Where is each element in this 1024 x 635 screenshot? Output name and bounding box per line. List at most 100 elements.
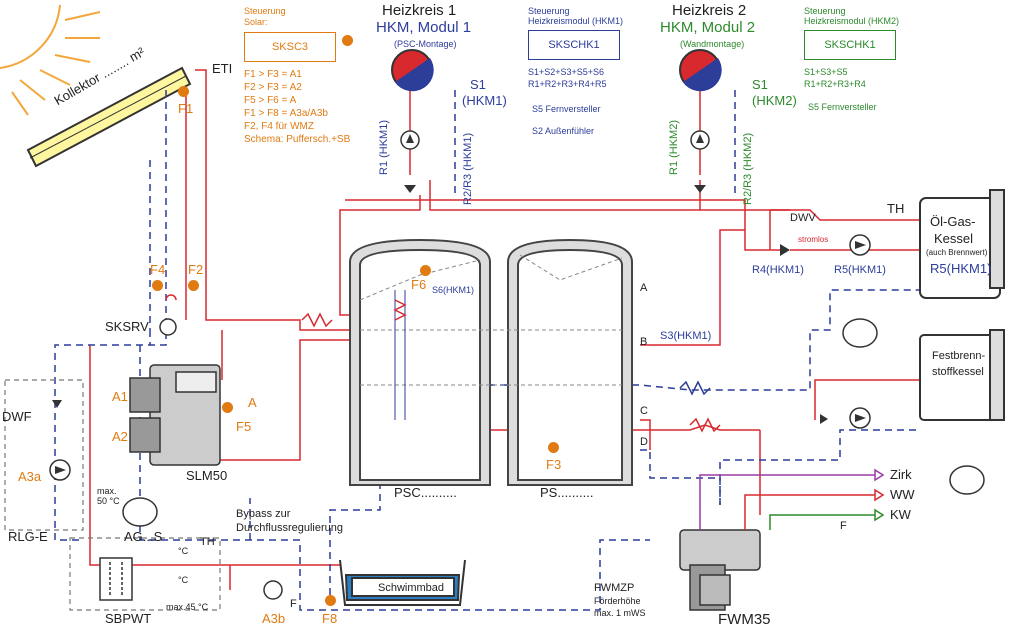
hkm2-s5: S5 Fernversteller <box>808 102 877 112</box>
tank-psc <box>349 238 491 486</box>
fwm35-station <box>679 529 761 611</box>
r5-label: R5(HKM1) <box>834 264 886 276</box>
sensor-f1-dot <box>178 86 189 97</box>
heizkreis2-mount: (Wandmontage) <box>680 39 745 49</box>
zirk-label: Zirk <box>890 467 912 482</box>
a3b-label: A3b <box>262 611 286 626</box>
f3-label: F3 <box>546 457 562 472</box>
heizkreis1-s1-sub: (HKM1) <box>462 93 507 108</box>
tank-port-a: A <box>640 282 648 294</box>
sksrv-label: SKSRV <box>105 319 149 334</box>
control-solar-dot <box>342 35 353 46</box>
pool-th-label: TH <box>200 536 215 548</box>
skssc3-module: SKSC3 <box>244 32 336 62</box>
dwf-label: DWF <box>2 409 32 424</box>
stromlos-label: stromlos <box>798 235 829 244</box>
bypass-line1: Bypass zur <box>236 508 291 520</box>
heizkreis1-subtitle: HKM, Modul 1 <box>376 19 472 36</box>
pool-deg1: °C <box>178 546 189 556</box>
oil-boiler-r5: R5(HKM1) <box>930 261 992 276</box>
f8-label: F8 <box>322 611 338 626</box>
dwv-label: DWV <box>790 212 816 224</box>
rlge-label: RLG-E <box>8 529 48 544</box>
s6-label: S6(HKM1) <box>432 285 475 295</box>
a1-label: A1 <box>112 389 128 404</box>
kw-label: KW <box>890 507 911 522</box>
heizkreis2-subtitle: HKM, Modul 2 <box>660 19 756 36</box>
solid-fuel-boiler <box>919 329 1005 421</box>
hkm1-s2: S2 Außenfühler <box>532 126 595 136</box>
fwm35-label: FWM35 <box>718 611 771 628</box>
foerder-line2: max. 1 mWS <box>594 608 646 618</box>
collector-icon <box>26 66 192 168</box>
f2-label: F2 <box>188 262 204 277</box>
oil-boiler-name2: Kessel <box>934 231 974 246</box>
a2-label: A2 <box>112 429 128 444</box>
heizkreis1-s1: S1 <box>470 77 486 92</box>
solar-control-title: Steuerung <box>244 6 286 16</box>
heizkreis1-r1: R1 (HKM1) <box>378 119 390 175</box>
solar-rule: F1 > F8 = A3a/A3b <box>244 108 328 119</box>
sensor-f4-dot <box>152 280 163 291</box>
hkm1-line2: R1+R2+R3+R4+R5 <box>528 79 607 89</box>
tank-ps <box>507 238 633 486</box>
sbpwt-label: SBPWT <box>105 611 152 626</box>
hkm1-control-subtitle: Heizkreismodul (HKM1) <box>528 16 624 26</box>
skschk1-module-hkm1: SKSCHK1 <box>528 30 620 60</box>
swimming-pool <box>339 559 466 606</box>
pool-f-label: F <box>290 598 297 610</box>
hkm2-control-subtitle: Heizkreismodul (HKM2) <box>804 16 900 26</box>
heizkreis2-title: Heizkreis 2 <box>672 2 747 19</box>
tank-psc-label: PSC.......... <box>394 485 457 500</box>
ww-label: WW <box>890 487 915 502</box>
a-label: A <box>248 395 257 410</box>
oil-boiler-note: (auch Brennwert) <box>926 248 988 257</box>
heizkreis2-s1: S1 <box>752 77 768 92</box>
sensor-f6-dot <box>420 265 431 276</box>
sksrv-valve-icon <box>159 318 177 336</box>
slm50-label: SLM50 <box>186 468 228 483</box>
solid-boiler-name1: Festbrenn- <box>932 350 986 362</box>
tank-ps-label: PS.......... <box>540 485 594 500</box>
tank-coil <box>394 290 406 420</box>
sun-icon <box>0 4 101 116</box>
hkm2-line2: R1+R2+R3+R4 <box>804 79 866 89</box>
solar-rule: F2, F4 für WMZ <box>244 121 314 132</box>
heizkreis1-mount: (PSC-Montage) <box>394 39 457 49</box>
fwmzp-label: FWMZP <box>594 582 635 594</box>
skschk1-module-hkm2: SKSCHK1 <box>804 30 896 60</box>
sensor-f8-dot <box>325 595 336 606</box>
f6-label: F6 <box>411 277 427 292</box>
hkm2-control-title: Steuerung <box>804 6 846 16</box>
r4-label: R4(HKM1) <box>752 264 804 276</box>
sensor-f3-dot <box>548 442 559 453</box>
f4-label: F4 <box>150 262 166 277</box>
s3-label: S3(HKM1) <box>660 330 712 342</box>
oil-gas-boiler <box>919 189 1005 299</box>
heizkreis1-title: Heizkreis 1 <box>382 2 457 19</box>
pool-deg2: °C <box>178 575 189 585</box>
solar-rule: F1 > F3 = A1 <box>244 69 302 80</box>
a3a-label: A3a <box>18 469 42 484</box>
plate-heat-exchanger <box>99 557 133 601</box>
foerder-line1: Förderhöhe <box>594 596 641 606</box>
heizkreis2-s1-sub: (HKM2) <box>752 93 797 108</box>
bypass-line2: Durchflussregulierung <box>236 522 343 534</box>
tank-port-b: B <box>640 336 648 348</box>
hkm1-s5: S5 Fernversteller <box>532 104 601 114</box>
expansion-vessel-icon <box>122 318 985 527</box>
oil-boiler-name1: Öl-Gas- <box>930 214 976 229</box>
solid-boiler-name2: stoffkessel <box>932 366 984 378</box>
hkm1-line1: S1+S2+S3+S5+S6 <box>528 67 605 77</box>
solar-rule: F5 > F6 = A <box>244 95 297 106</box>
hkm2-line1: S1+S3+S5 <box>804 67 848 77</box>
solar-rule: F2 > F3 = A2 <box>244 82 302 93</box>
max45-label: max.45 °C <box>166 602 209 612</box>
ags-label: AG...S <box>124 529 163 544</box>
solar-rule: Schema: Puffersch.+SB <box>244 134 351 145</box>
sensor-f2-dot <box>188 280 199 291</box>
f1-label: F1 <box>178 101 194 116</box>
oil-boiler-th: TH <box>887 201 905 216</box>
